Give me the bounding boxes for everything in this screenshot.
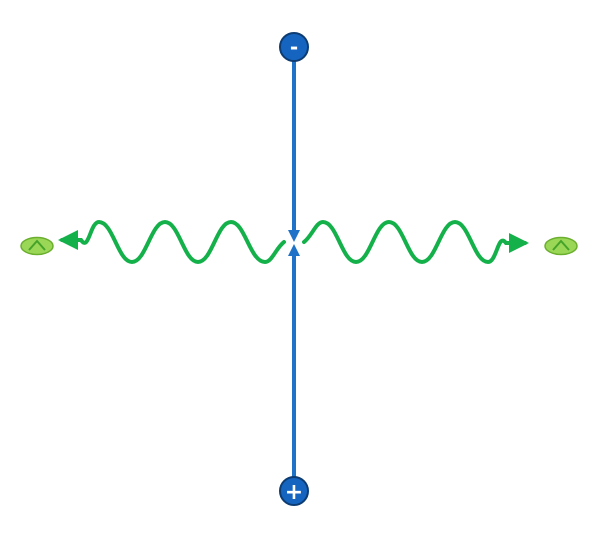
negative-terminal-icon: - — [279, 32, 309, 62]
left-wave — [58, 219, 286, 265]
positive-terminal-label: + — [285, 480, 303, 505]
right-wave — [302, 219, 529, 265]
positive-terminal-icon: + — [279, 476, 309, 506]
left-emitter-icon — [20, 236, 54, 256]
negative-terminal-label: - — [290, 35, 298, 59]
upper-axis-arrowhead — [288, 230, 300, 242]
right-emitter-icon — [544, 236, 578, 256]
lower-axis-arrowhead — [288, 244, 300, 256]
